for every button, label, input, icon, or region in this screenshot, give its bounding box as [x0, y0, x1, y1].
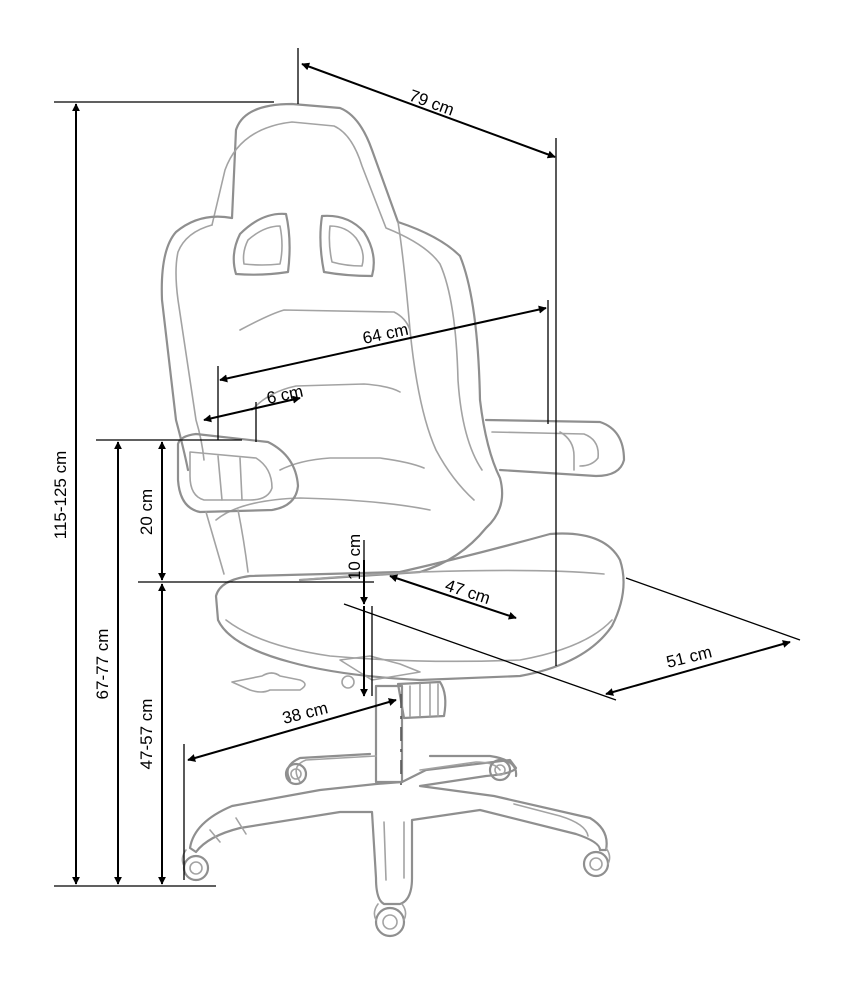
- cylinder-housing: [396, 680, 447, 720]
- arrow-width-seat-back: [219, 305, 547, 383]
- left-armrest: [176, 432, 300, 514]
- caster-back-left: [284, 762, 308, 786]
- arrow-base-radius: [187, 698, 397, 762]
- extension-seat-back: [625, 577, 801, 641]
- left-wing: [160, 215, 234, 472]
- cylinder-ribs: [409, 683, 439, 717]
- control-lever: [231, 672, 306, 693]
- backrest-inner: [211, 121, 483, 471]
- caster-front: [373, 903, 407, 938]
- label-seat-depth-total: 51 cm: [664, 642, 714, 672]
- label-seat-height: 47-57 cm: [137, 699, 156, 770]
- caster-left: [181, 849, 210, 882]
- arrow-seat-depth: [389, 574, 517, 620]
- head-opening-right: [319, 214, 375, 278]
- seat-cushion: [214, 532, 625, 682]
- head-opening-left: [232, 212, 291, 276]
- star-base: [188, 758, 608, 906]
- label-total-height: 115-125 cm: [51, 451, 70, 540]
- label-seat-cushion: 10 cm: [345, 534, 364, 580]
- lever-knob: [341, 675, 355, 689]
- arrow-seat-depth-total: [605, 640, 791, 696]
- extension-seat-front: [343, 603, 617, 701]
- star-base-front-arm: [383, 821, 405, 881]
- head-opening-left-inner: [242, 225, 283, 266]
- backrest-lower-curve: [215, 497, 431, 521]
- right-armrest-pad: [559, 431, 575, 471]
- head-opening-right-inner: [328, 225, 364, 267]
- label-base-radius: 38 cm: [280, 698, 330, 728]
- label-armrest-width: 6 cm: [265, 382, 305, 408]
- label-armrest-height: 20 cm: [137, 489, 156, 535]
- label-seat-depth: 47 cm: [443, 576, 493, 608]
- seat-front-edge: [299, 569, 605, 581]
- seat-lower-edge: [225, 619, 613, 663]
- left-armrest-inner: [189, 451, 273, 501]
- left-armrest-support: [205, 509, 249, 575]
- arrow-width-top: [301, 62, 556, 159]
- caster-back-right: [488, 758, 512, 782]
- label-width-top: 79 cm: [407, 86, 457, 120]
- left-armrest-pad: [217, 455, 243, 501]
- dimension-annotations: [54, 48, 801, 887]
- right-armrest: [484, 418, 626, 478]
- arrow-armrest-width: [203, 395, 301, 423]
- dimension-labels: 79 cm 64 cm 6 cm 115-125 cm 67-77 cm 20 …: [51, 86, 714, 770]
- backrest-right-panel: [397, 221, 475, 501]
- label-armrest-floor: 67-77 cm: [93, 629, 112, 700]
- chair-illustration: [160, 102, 626, 938]
- right-armrest-inner: [491, 431, 600, 467]
- star-base-back-arm: [419, 761, 589, 837]
- backrest-center-low: [279, 457, 425, 471]
- caster-right: [582, 847, 611, 878]
- left-wing-inner: [175, 224, 213, 461]
- gas-cylinder: [374, 684, 404, 784]
